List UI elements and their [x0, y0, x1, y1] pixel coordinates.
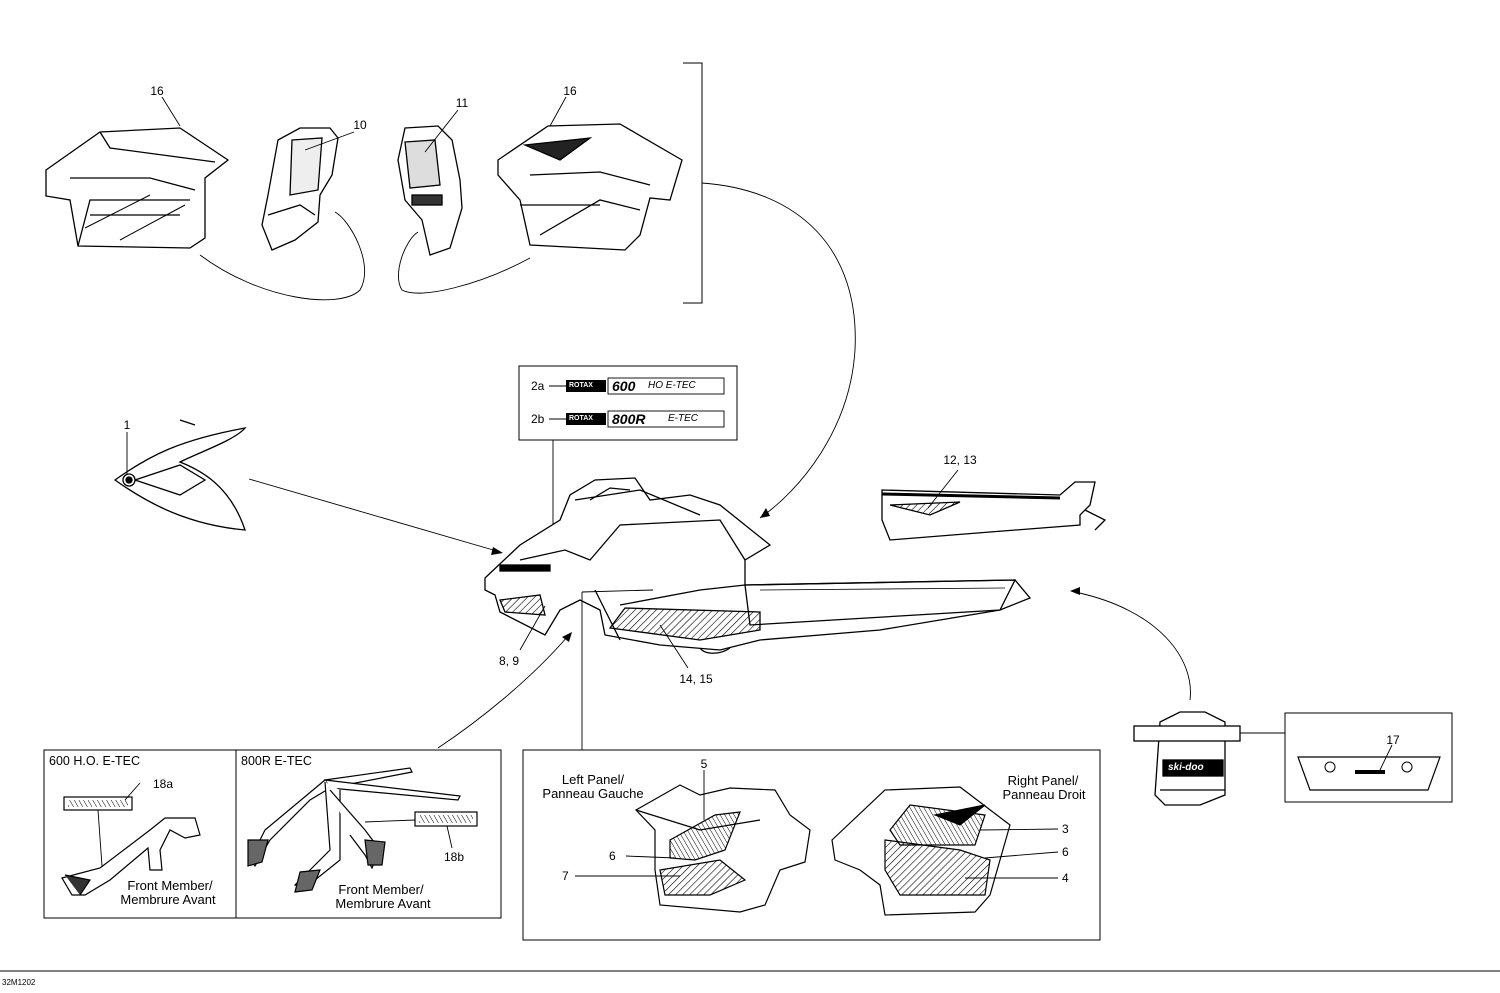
- arrow-hood: [248, 478, 501, 553]
- side-panel-10: [261, 127, 339, 251]
- callout-8-9: 8, 9: [498, 654, 520, 668]
- callout-16-right: 16: [563, 84, 577, 98]
- right-panel-label-2: Panneau Droit: [1002, 787, 1086, 802]
- arrow-to-vehicle: [701, 182, 856, 519]
- callout-18b: 18b: [444, 850, 465, 864]
- callout-14-15: 14, 15: [679, 672, 713, 686]
- side-panel-11: [397, 125, 463, 256]
- decal-2b-brand: ROTAX: [569, 415, 593, 422]
- front-member-800r-caption-2: Membrure Avant: [335, 896, 431, 911]
- side-panel-right-outer: [497, 123, 683, 251]
- arrow-flap: [1074, 591, 1191, 701]
- callout-18a: 18a: [153, 777, 174, 791]
- callout-10: 10: [353, 118, 367, 132]
- flow-arrow-10: [199, 211, 366, 301]
- callout-1: 1: [123, 418, 131, 432]
- callout-7: 7: [562, 869, 569, 883]
- hood-panel: [113, 419, 247, 531]
- callout-5: 5: [700, 757, 708, 771]
- decal-2a-suffix: HO E-TEC: [648, 380, 696, 391]
- front-member-800r-caption-1: Front Member/: [338, 882, 424, 897]
- flow-arrow-11: [398, 231, 531, 294]
- front-member-600-caption-1: Front Member/: [127, 878, 213, 893]
- left-panel-label-1: Left Panel/: [561, 772, 625, 787]
- main-vehicle-frame: [484, 477, 1032, 654]
- right-panel-decals: [831, 786, 1011, 916]
- engine-decal-2a: [566, 377, 725, 395]
- drawing-code: 32M1202: [2, 978, 36, 987]
- decal-2a-model: 600: [612, 378, 636, 394]
- flap-logo: ski-doo: [1168, 762, 1204, 773]
- front-member-800r: [247, 767, 478, 893]
- callout-6-left: 6: [609, 849, 616, 863]
- decal-2a-brand: ROTAX: [569, 382, 593, 389]
- callout-16-left: 16: [150, 84, 164, 98]
- group-bracket: [683, 62, 703, 304]
- callout-11: 11: [455, 96, 469, 110]
- front-member-600-caption-2: Membrure Avant: [120, 892, 216, 907]
- callout-4: 4: [1062, 871, 1069, 885]
- callout-3: 3: [1062, 822, 1069, 836]
- callout-2b: 2b: [531, 412, 545, 426]
- left-panel-decals: [635, 784, 811, 913]
- arrow-variant: [437, 635, 569, 749]
- side-panel-left-outer: [45, 127, 230, 249]
- callout-6-right: 6: [1062, 845, 1069, 859]
- rear-flap: [1133, 711, 1241, 806]
- engine-decal-2b: [566, 410, 725, 428]
- decal-2b-model: 800R: [612, 411, 646, 427]
- variant-title-800r: 800R E-TEC: [241, 754, 312, 768]
- variant-title-600: 600 H.O. E-TEC: [49, 754, 140, 768]
- left-panel-label-2: Panneau Gauche: [542, 786, 644, 801]
- callout-17: 17: [1386, 733, 1400, 747]
- callout-2a: 2a: [531, 379, 545, 393]
- callout-12-13: 12, 13: [943, 453, 977, 467]
- decal-2b-suffix: E-TEC: [668, 413, 698, 424]
- front-member-600: [61, 796, 201, 896]
- right-panel-label-1: Right Panel/: [1007, 773, 1079, 788]
- tunnel-side-decal: [881, 481, 1107, 541]
